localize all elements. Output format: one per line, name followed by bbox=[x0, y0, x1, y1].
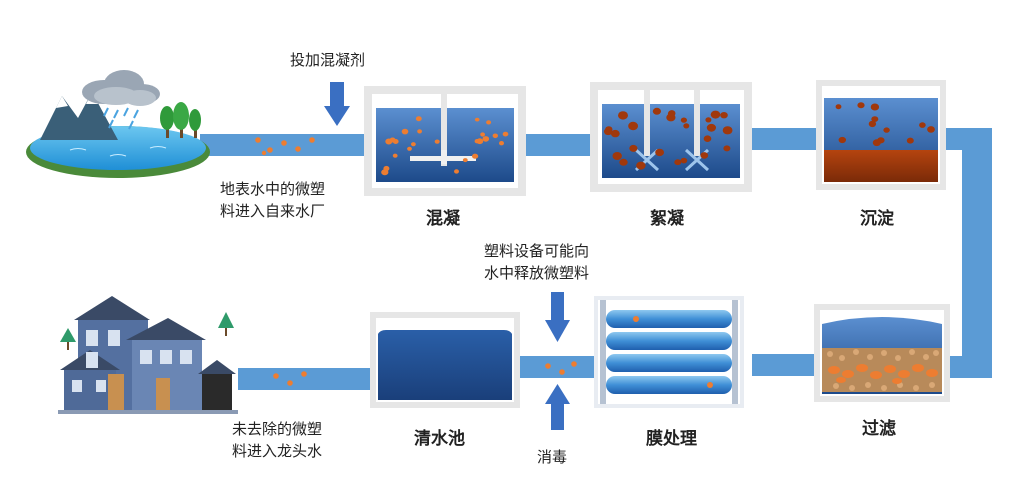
membrane-module bbox=[594, 296, 744, 408]
tap-label-line1: 未去除的微塑 bbox=[232, 420, 323, 438]
flocculation-label: 絮凝 bbox=[650, 209, 684, 229]
microplastic-particle bbox=[838, 136, 846, 144]
microplastic-particle bbox=[454, 169, 459, 174]
tank-particles bbox=[381, 102, 935, 176]
microplastic-particle bbox=[619, 158, 628, 166]
microplastic-particle bbox=[857, 102, 865, 109]
disinfection-label: 消毒 bbox=[537, 448, 568, 466]
equipment-label-line2: 水中释放微塑料 bbox=[484, 264, 590, 282]
microplastic-particle bbox=[618, 111, 628, 120]
microplastic-particle bbox=[389, 137, 396, 143]
coagulant-arrow bbox=[324, 82, 350, 126]
microplastic-particle bbox=[462, 158, 468, 163]
microplastic-particle bbox=[919, 122, 926, 128]
microplastic-particle bbox=[415, 116, 422, 122]
microplastic-particle bbox=[703, 135, 712, 142]
microplastic-particle bbox=[407, 146, 412, 151]
sedimentation-tank bbox=[816, 80, 946, 190]
microplastic-particle bbox=[667, 110, 676, 118]
coagulation-label: 混凝 bbox=[426, 209, 460, 229]
microplastic-particle bbox=[472, 153, 479, 159]
tap-label-line2: 料进入龙头水 bbox=[232, 442, 323, 460]
filtration-tank bbox=[814, 304, 950, 402]
microplastic-particle bbox=[655, 148, 664, 157]
clear-pool-label: 清水池 bbox=[414, 429, 465, 449]
microplastic-particle bbox=[474, 139, 480, 144]
microplastic-particle bbox=[872, 139, 881, 147]
microplastic-particle bbox=[705, 117, 712, 123]
microplastic-particle bbox=[868, 120, 877, 128]
microplastic-particle bbox=[434, 139, 440, 144]
microplastic-particle bbox=[722, 126, 733, 135]
add-coagulant-label: 投加混凝剂 bbox=[290, 51, 366, 69]
sedimentation-label: 沉淀 bbox=[860, 209, 894, 229]
disinfection-arrows bbox=[545, 292, 570, 430]
microplastic-particle bbox=[392, 153, 398, 158]
microplastic-particle bbox=[723, 145, 731, 152]
microplastic-particle bbox=[636, 161, 646, 170]
microplastic-particle bbox=[674, 159, 682, 166]
microplastic-particle bbox=[499, 141, 504, 146]
houses-illustration bbox=[58, 296, 238, 414]
microplastic-particle bbox=[680, 157, 688, 164]
clear-water-pool bbox=[370, 312, 520, 408]
microplastic-particle bbox=[720, 112, 728, 119]
microplastic-particle bbox=[492, 133, 498, 139]
microplastic-particle bbox=[906, 137, 914, 144]
microplastic-particle bbox=[883, 127, 890, 133]
membrane-label: 膜处理 bbox=[646, 429, 697, 449]
microplastic-particle bbox=[381, 169, 389, 176]
microplastic-particle bbox=[612, 152, 622, 160]
microplastic-particle bbox=[482, 136, 490, 142]
microplastic-particle bbox=[610, 129, 620, 138]
microplastic-particle bbox=[480, 132, 485, 137]
microplastic-particle bbox=[604, 128, 613, 136]
microplastic-particle bbox=[417, 129, 422, 134]
water-source-illustration bbox=[26, 70, 210, 178]
microplastic-particle bbox=[680, 117, 688, 123]
microplastic-particle bbox=[710, 110, 721, 119]
source-label-line2: 料进入自来水厂 bbox=[220, 202, 326, 220]
microplastic-particle bbox=[628, 121, 638, 131]
filtration-label: 过滤 bbox=[862, 419, 896, 439]
microplastic-particle bbox=[474, 117, 480, 122]
microplastic-particle bbox=[835, 104, 842, 110]
microplastic-particle bbox=[871, 116, 879, 122]
microplastic-particle bbox=[486, 120, 492, 125]
microplastic-particle bbox=[870, 103, 880, 111]
pipes bbox=[200, 128, 992, 390]
microplastic-particle bbox=[683, 123, 690, 129]
microplastic-particle bbox=[927, 126, 935, 133]
equipment-label-line1: 塑料设备可能向 bbox=[484, 242, 590, 260]
microplastic-particle bbox=[629, 144, 638, 152]
microplastic-particle bbox=[411, 142, 416, 147]
microplastic-particle bbox=[652, 107, 662, 115]
source-label-line1: 地表水中的微塑 bbox=[220, 180, 326, 198]
microplastic-particle bbox=[401, 128, 409, 135]
microplastic-particle bbox=[700, 152, 709, 159]
microplastic-particle bbox=[502, 131, 509, 137]
pipe-particles bbox=[255, 137, 577, 386]
microplastic-particle bbox=[706, 123, 717, 132]
